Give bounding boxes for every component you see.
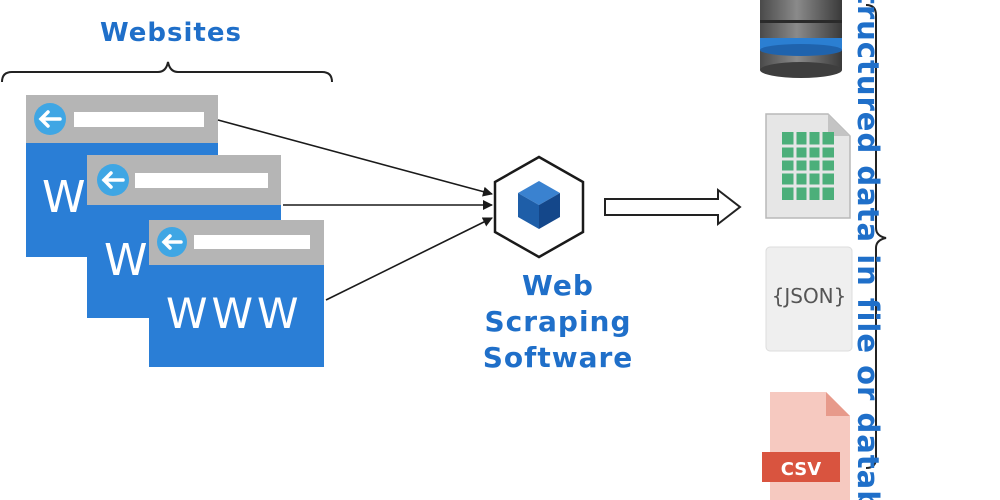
websites-brace bbox=[1, 61, 333, 83]
database-icon bbox=[760, 0, 842, 78]
browser-window-3 bbox=[149, 220, 324, 367]
csv-label: CSV bbox=[781, 459, 822, 480]
software-label-line-2: Software bbox=[482, 341, 634, 374]
browser-www-text-3: WWW bbox=[166, 289, 303, 338]
software-label-line-1: Web Scraping bbox=[484, 269, 632, 338]
software-label: Web Scraping Software bbox=[448, 268, 668, 376]
csv-file-icon bbox=[762, 392, 850, 500]
json-label: {JSON} bbox=[772, 284, 847, 308]
json-file-icon bbox=[765, 246, 853, 352]
arrow-website-3 bbox=[325, 217, 493, 301]
arrow-website-1 bbox=[217, 119, 493, 197]
websites-title: Websites bbox=[100, 18, 242, 48]
output-arrow bbox=[604, 187, 742, 227]
output-brace bbox=[865, 4, 887, 469]
spreadsheet-icon bbox=[765, 113, 851, 219]
structured-data-label: tructured data in file or database bbox=[851, 0, 885, 500]
software-cube-icon bbox=[493, 155, 585, 259]
